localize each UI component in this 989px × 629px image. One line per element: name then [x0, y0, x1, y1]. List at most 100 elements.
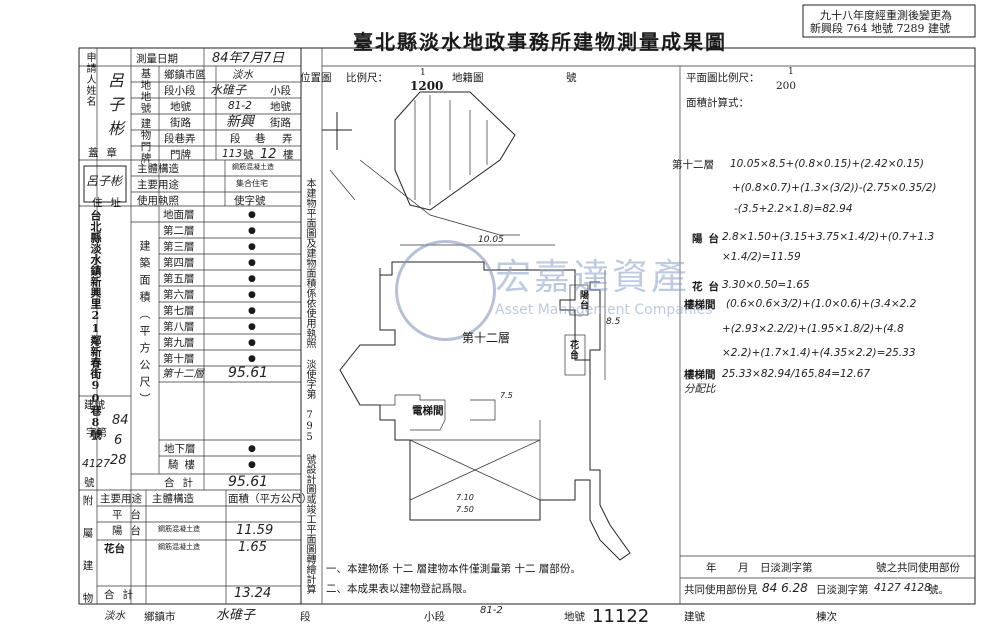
note-2: 二、本成果表以建物登記爲限。 — [326, 583, 473, 595]
lot-value: 81-2 — [228, 100, 252, 112]
watermark-emblem-icon — [395, 240, 496, 341]
shared-survey-label-2: 日淡測字第 — [816, 584, 869, 596]
calc-share-note: 分配比 — [684, 383, 716, 395]
plan-scale-den: 200 — [776, 80, 797, 92]
shared-survey-label: 日淡測字第 — [760, 562, 813, 574]
calc-stair: (0.6×0.6×3/2)+(1.0×0.6)+(3.4×2.2 — [726, 298, 917, 310]
dim-mid: 7.10 — [456, 493, 474, 502]
stair-label: 電梯間 — [412, 405, 444, 417]
footer-lot-label: 地號 — [564, 611, 585, 623]
floor-row-label: 第八層 — [163, 321, 195, 333]
shared-part-label: 共同使用部份見 — [684, 584, 758, 596]
applicant-label: 申請人姓名 — [84, 52, 95, 107]
main-structure-label: 主體構造 — [137, 163, 179, 175]
building-area-label: 建築面積（平方公尺） — [138, 240, 151, 410]
watermark: 宏嘉達資產 Asset Management Companies — [395, 240, 715, 341]
building-no-a: 84 — [112, 413, 129, 428]
main-structure-value: 鋼筋混凝土造 — [232, 163, 274, 171]
page-title: 臺北縣淡水地政事務所建物測量成果圖 — [353, 30, 727, 54]
street-suffix: 街路 — [270, 117, 291, 129]
attached-area-label: 面積（平方公尺） — [228, 493, 312, 505]
location-map-label: 位置圖 — [300, 72, 332, 84]
calc-stair-b: +(2.93×2.2/2)+(1.95×1.8/2)+(4.8 — [722, 323, 904, 335]
lot-suffix: 地號 — [270, 101, 291, 113]
calc-floor12-label: 第十二層 — [672, 159, 714, 171]
balcony-label: 陽台 — [578, 290, 588, 310]
lot-label: 地號 — [170, 101, 191, 113]
footer-subsection-label: 小段 — [424, 611, 445, 623]
calc-stair-share: 25.33×82.94/165.84=12.67 — [722, 368, 871, 380]
vertical-note: 本建物平面圖及建物面積係依使用執照 淡使字第 795 號設計圖或竣工平面圖轉繪計… — [304, 178, 315, 594]
floor-unit: 樓 — [283, 149, 294, 161]
doorplate-unit: 號 — [243, 149, 254, 161]
shared-year-label: 年 — [706, 562, 717, 574]
floor-value: 12 — [260, 147, 277, 162]
floor-row-label: 第九層 — [163, 337, 195, 349]
note-1: 一、本建物係 十二 層建物本件僅測量第 十二 層部份。 — [326, 563, 581, 575]
township-label: 鄉鎮市區 — [164, 69, 206, 81]
floor-row-mark: ● — [248, 226, 256, 236]
township-value: 淡水 — [232, 69, 253, 81]
floor-12-label: 第十二層 — [162, 368, 204, 380]
shared-no-suffix: 號。 — [928, 584, 949, 596]
shared-month-label: 月 — [738, 562, 749, 574]
license-value: 使字號 — [234, 195, 266, 207]
seal-label: 蓋章 — [88, 147, 125, 159]
floor-row-label: 第四層 — [163, 257, 195, 269]
survey-date-label: 測量日期 — [136, 53, 178, 65]
note-line-1: 九十八年度經重測後變更為 — [820, 9, 952, 22]
floor-row-label: 第十層 — [163, 353, 195, 365]
calc-stair-c: ×2.2)+(1.7×1.4)+(4.35×2.2)=25.33 — [722, 347, 916, 359]
calc-balcony-label: 陽台 — [692, 233, 725, 245]
floor-row-label: 第二層 — [163, 225, 195, 237]
dim-left: 7.5 — [500, 391, 513, 400]
plan-scale-label: 平面圖比例尺： — [686, 72, 760, 84]
footer-lot: 81-2 — [480, 605, 503, 616]
calc-flower: 3.30×0.50=1.65 — [722, 279, 810, 291]
calc-floor12-b: +(0.8×0.7)+(1.3×(3/2))-(2.75×0.35/2) — [732, 182, 937, 194]
footer-sheet-label: 棟次 — [816, 611, 837, 623]
dim-right: 8.5 — [606, 317, 621, 327]
floor-row-mark: ● — [248, 258, 256, 268]
attached-row-structure: 鋼筋混凝土造 — [158, 543, 200, 551]
area-calc-label: 面積計算式： — [686, 97, 749, 109]
floor-row-mark: ● — [248, 338, 256, 348]
dim-top: 10.05 — [478, 235, 504, 245]
building-no-c: 28 — [110, 453, 127, 468]
attached-total-value: 13.24 — [234, 586, 272, 601]
attached-struct-label: 主體構造 — [152, 493, 194, 505]
scale-denominator: 1200 — [410, 79, 444, 93]
plan-scale-num: 1 — [788, 67, 794, 77]
footer-township: 淡水 — [104, 610, 125, 622]
calc-balcony: 2.8×1.50+(3.15+3.75×1.4/2)+(0.7+1.3 — [722, 231, 935, 243]
seal-value: 呂子彬 — [86, 174, 123, 188]
total-value: 95.61 — [228, 474, 269, 490]
number-label: 號 — [84, 477, 95, 489]
floor-row-mark: ● — [248, 322, 256, 332]
basement-mark: ● — [248, 444, 256, 454]
shared-date: 84 6.28 — [762, 581, 808, 595]
attached-total-label: 合計 — [104, 589, 141, 601]
doorplate-num: 113 — [222, 148, 243, 160]
floor-row-mark: ● — [248, 354, 256, 364]
total-label: 合計 — [164, 477, 201, 489]
footer-building-label: 建號 — [684, 611, 705, 623]
shared-no: 4127 4128 — [874, 582, 931, 594]
calc-balcony-b: ×1.4/2)=11.59 — [722, 251, 801, 263]
attached-row-use: 陽台 — [112, 525, 149, 537]
shared-suffix: 號之共同使用部份 — [876, 562, 960, 574]
applicant-value: 呂子彬 — [105, 72, 124, 144]
footer-section-label: 段 — [300, 611, 311, 623]
footer-building-no: 11122 — [592, 606, 650, 627]
floor-row-label: 地面層 — [163, 209, 195, 221]
calc-floor12-c: -(3.5+2.2×1.8)=82.94 — [734, 203, 853, 215]
floor-plan-drawing — [339, 244, 631, 561]
watermark-text-en: Asset Management Companies — [495, 302, 713, 318]
attached-row-structure: 鋼筋混凝土造 — [158, 525, 200, 533]
floor-row-label: 第七層 — [163, 305, 195, 317]
survey-date-value: 84年7月7日 — [212, 51, 285, 66]
address-label: 住址 — [92, 197, 129, 209]
attached-row-area: 1.65 — [238, 540, 267, 555]
building-no-prefix: 字第 — [86, 427, 107, 439]
